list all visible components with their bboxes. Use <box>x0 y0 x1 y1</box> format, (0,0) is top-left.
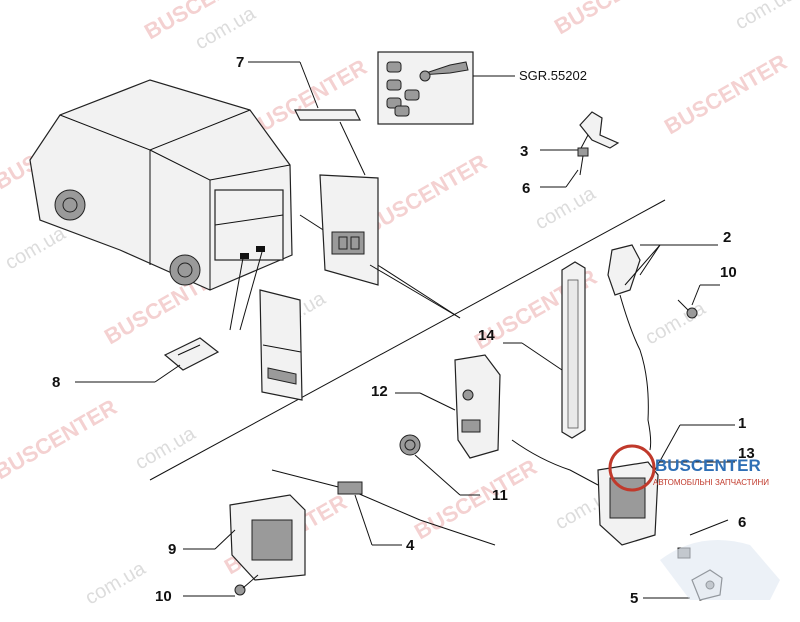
watermark-domain: com.ua <box>132 422 201 474</box>
watermark-brand: BUSCENTER <box>360 149 491 239</box>
label-part-9: 9 <box>168 541 176 558</box>
part-6-screw-top <box>540 147 589 188</box>
watermark-domain: com.ua <box>732 0 800 34</box>
part-9-outer-handle <box>183 494 306 581</box>
part-labels: 1 1 2 3 4 5 6 6 7 8 9 10 10 11 12 13 14 … <box>52 54 755 607</box>
label-part-10-top: 10 <box>720 264 737 281</box>
part-12-handle-bracket <box>395 354 501 459</box>
watermark-domain: com.ua <box>642 297 711 349</box>
label-part-3: 3 <box>520 143 528 160</box>
label-part-12: 12 <box>371 383 388 400</box>
label-part-4: 4 <box>406 537 415 554</box>
watermark-brand: BUSCENTER <box>0 394 121 484</box>
logo-ring <box>608 444 656 492</box>
part-7-plate <box>248 61 366 176</box>
label-part-2: 2 <box>723 229 731 246</box>
label-part-11: 11 <box>492 487 508 504</box>
part-3-bracket <box>540 111 620 151</box>
label-part-5: 5 <box>630 590 638 607</box>
part-1-lock-actuator <box>511 424 735 546</box>
part-14-seal-strip <box>503 261 586 439</box>
label-part-1: 1 <box>738 415 746 432</box>
watermark-domain: com.ua <box>532 182 601 234</box>
watermark-domain: com.ua <box>2 222 71 274</box>
part-10-screw-top <box>677 284 720 319</box>
logo-van-silhouette <box>660 540 780 600</box>
van-illustration <box>29 79 293 331</box>
lock-cylinder-set <box>377 51 515 125</box>
watermark-domain: com.ua <box>82 557 151 609</box>
watermark-brand: BUSCENTER <box>550 0 681 39</box>
buscenter-logo: BUSCENTER АВТОМОБІЛЬНІ ЗАПЧАСТИНИ <box>608 444 780 600</box>
label-part-14: 14 <box>478 327 495 344</box>
label-ref-code: SGR.55202 <box>519 68 587 83</box>
part-10-screw-bottom <box>183 574 259 597</box>
part-11-grommet <box>399 434 480 496</box>
part-4-link-rod <box>271 469 496 546</box>
watermark-brand: BUSCENTER <box>660 49 791 139</box>
label-part-6-top: 6 <box>522 180 530 197</box>
side-door-panel <box>259 289 303 401</box>
label-part-6-bottom: 6 <box>738 514 746 531</box>
divider-line-diagonal <box>149 199 666 481</box>
part-2-latch-cable <box>607 244 718 451</box>
label-part-13: 13 <box>738 445 755 462</box>
part-8-label-plate <box>75 337 220 383</box>
label-part-10-bottom: 10 <box>155 588 172 605</box>
logo-tagline: АВТОМОБІЛЬНІ ЗАПЧАСТИНИ <box>653 478 769 487</box>
rear-door-inset <box>319 174 461 319</box>
logo-name: BUSCENTER <box>655 456 761 475</box>
label-part-7: 7 <box>236 54 244 71</box>
label-part-8: 8 <box>52 374 60 391</box>
